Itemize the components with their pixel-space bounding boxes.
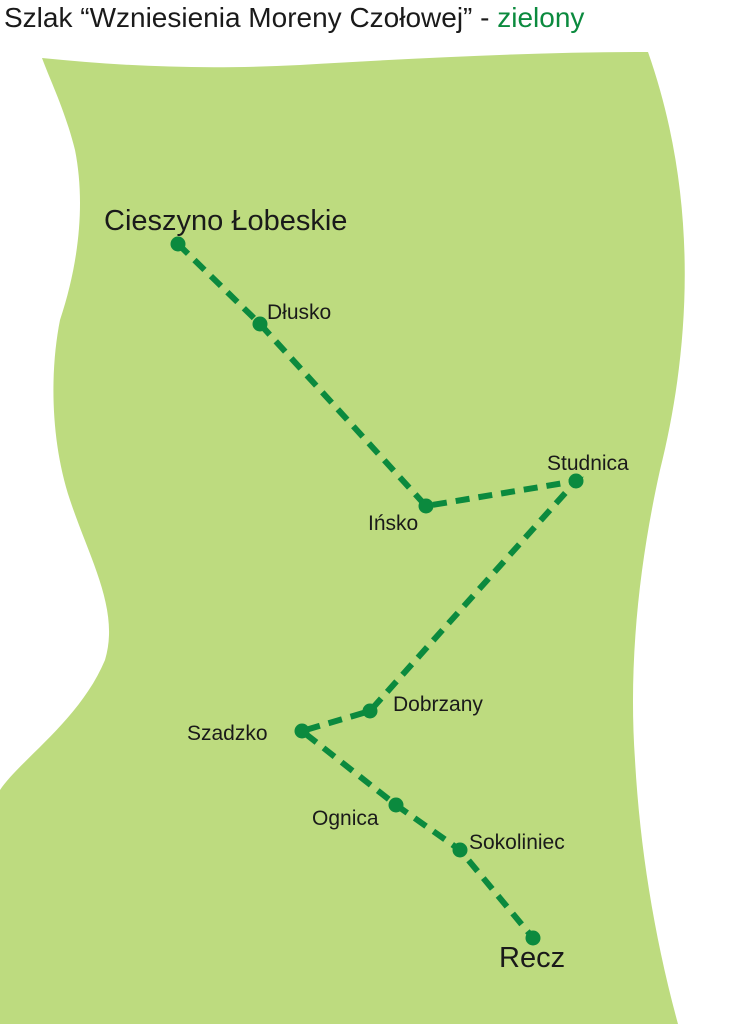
stop-dot-insko (418, 498, 434, 514)
stop-dot-dlusko (252, 316, 268, 332)
stop-dot-ognica (388, 797, 404, 813)
stop-label-sokoliniec: Sokoliniec (469, 831, 565, 854)
trail-route (175, 241, 584, 940)
map-title-color-word: zielony (497, 2, 585, 33)
stop-label-ognica: Ognica (312, 807, 379, 830)
map-title: Szlak “Wzniesienia Moreny Czołowej” - zi… (4, 0, 584, 36)
stop-dot-dobrzany (362, 703, 378, 719)
stop-label-dlusko: Dłusko (267, 301, 331, 324)
stop-dot-recz (525, 930, 541, 946)
stop-dot-sokoliniec (452, 842, 468, 858)
stop-dot-studnica (568, 473, 584, 489)
map-title-main: Szlak “Wzniesienia Moreny Czołowej” - (4, 2, 490, 33)
stop-label-cieszyno: Cieszyno Łobeskie (104, 205, 347, 237)
stop-label-recz: Recz (499, 942, 565, 974)
stop-label-szadzko: Szadzko (187, 722, 268, 745)
stop-dot-szadzko (294, 723, 310, 739)
stop-label-insko: Ińsko (368, 512, 418, 535)
land-area (0, 52, 685, 1024)
stop-label-studnica: Studnica (547, 452, 629, 475)
stop-label-dobrzany: Dobrzany (393, 693, 483, 716)
stop-dot-cieszyno (170, 236, 186, 252)
